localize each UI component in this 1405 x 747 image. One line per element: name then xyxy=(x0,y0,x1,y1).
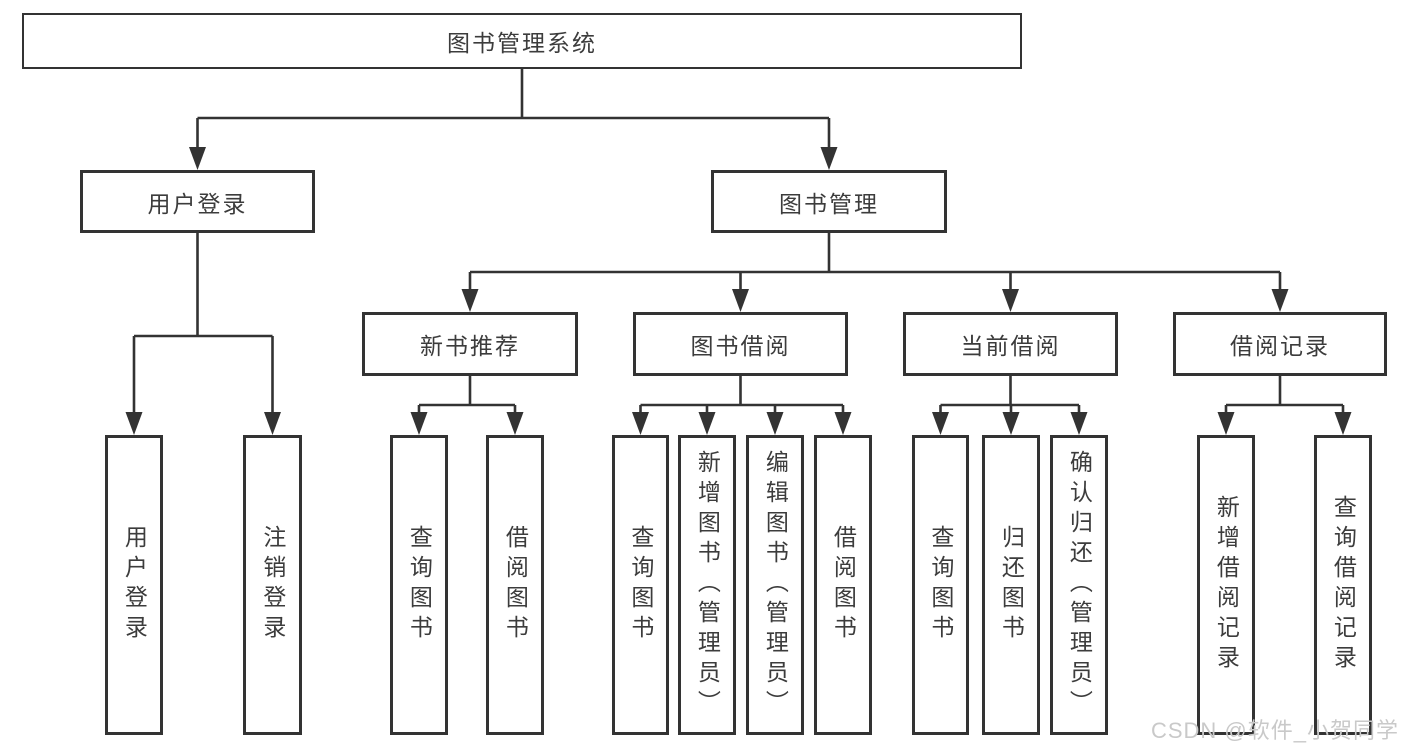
node-leaf-borrow-books-1: 借阅图书 xyxy=(486,435,544,735)
node-user-login-module: 用户登录 xyxy=(80,170,315,233)
node-leaf-query-books-2-label: 查询图书 xyxy=(627,525,654,645)
node-leaf-add-book-admin: 新增图书（管理员） xyxy=(678,435,736,735)
node-leaf-borrow-books-1-label: 借阅图书 xyxy=(502,525,529,645)
node-leaf-query-borrow-record-label: 查询借阅记录 xyxy=(1330,495,1357,675)
node-user-login-module-label: 用户登录 xyxy=(147,190,248,217)
node-leaf-add-book-admin-label: 新增图书（管理员） xyxy=(694,450,721,720)
node-leaf-logout-label: 注销登录 xyxy=(259,525,286,645)
node-root-label: 图书管理系统 xyxy=(447,30,597,56)
node-leaf-borrow-books-2: 借阅图书 xyxy=(814,435,872,735)
node-book-borrowing-label: 图书借阅 xyxy=(690,333,791,359)
node-leaf-return-books: 归还图书 xyxy=(982,435,1040,735)
node-book-borrowing: 图书借阅 xyxy=(633,312,848,376)
node-leaf-confirm-return-admin-label: 确认归还（管理员） xyxy=(1066,450,1093,720)
node-leaf-query-books-1: 查询图书 xyxy=(390,435,448,735)
node-new-book-recommendation: 新书推荐 xyxy=(362,312,578,376)
node-new-book-recommendation-label: 新书推荐 xyxy=(420,333,520,359)
node-leaf-add-borrow-record-label: 新增借阅记录 xyxy=(1213,495,1240,675)
node-book-management-module: 图书管理 xyxy=(711,170,947,233)
csdn-watermark: CSDN @软件_小贺同学 xyxy=(1150,718,1399,743)
node-current-borrowing-label: 当前借阅 xyxy=(960,333,1061,359)
node-root-library-system: 图书管理系统 xyxy=(22,13,1022,69)
node-leaf-borrow-books-2-label: 借阅图书 xyxy=(830,525,857,645)
node-borrowing-records: 借阅记录 xyxy=(1173,312,1387,376)
node-leaf-user-login-label: 用户登录 xyxy=(121,525,148,645)
node-borrowing-records-label: 借阅记录 xyxy=(1230,333,1330,359)
node-current-borrowing: 当前借阅 xyxy=(903,312,1118,376)
node-leaf-user-login: 用户登录 xyxy=(105,435,163,735)
node-book-management-module-label: 图书管理 xyxy=(779,190,879,217)
node-leaf-query-books-1-label: 查询图书 xyxy=(406,525,433,645)
node-leaf-query-books-3-label: 查询图书 xyxy=(927,525,954,645)
node-leaf-query-books-2: 查询图书 xyxy=(612,435,669,735)
node-leaf-add-borrow-record: 新增借阅记录 xyxy=(1197,435,1255,735)
node-leaf-edit-book-admin: 编辑图书（管理员） xyxy=(746,435,804,735)
node-leaf-return-books-label: 归还图书 xyxy=(998,525,1025,645)
node-leaf-query-borrow-record: 查询借阅记录 xyxy=(1314,435,1372,735)
node-leaf-edit-book-admin-label: 编辑图书（管理员） xyxy=(762,450,789,720)
node-leaf-logout: 注销登录 xyxy=(243,435,302,735)
node-leaf-query-books-3: 查询图书 xyxy=(912,435,969,735)
node-leaf-confirm-return-admin: 确认归还（管理员） xyxy=(1050,435,1108,735)
